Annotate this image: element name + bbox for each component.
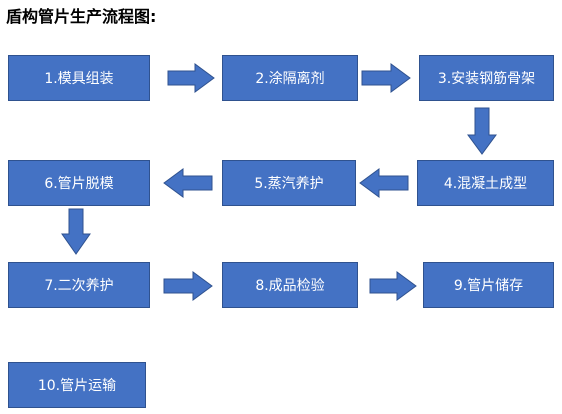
- arrow-3-to-4: [467, 107, 497, 155]
- step-steam-curing: 5.蒸汽养护: [222, 160, 356, 206]
- step-transport: 10.管片运输: [8, 362, 146, 408]
- arrow-5-to-6: [163, 168, 213, 198]
- step-secondary-curing: 7.二次养护: [8, 262, 150, 308]
- step-inspection: 8.成品检验: [222, 262, 358, 308]
- arrow-2-to-3: [361, 63, 411, 93]
- arrow-1-to-2: [167, 63, 215, 93]
- step-concrete-forming: 4.混凝土成型: [417, 160, 554, 206]
- arrow-4-to-5: [359, 168, 409, 198]
- step-rebar-cage: 3.安装钢筋骨架: [419, 55, 554, 101]
- arrow-7-to-8: [163, 271, 213, 301]
- step-mold-assembly: 1.模具组装: [8, 55, 150, 101]
- arrow-8-to-9: [369, 271, 417, 301]
- step-demolding: 6.管片脱模: [8, 160, 150, 206]
- arrow-6-to-7: [61, 208, 91, 255]
- diagram-title: 盾构管片生产流程图:: [6, 7, 157, 26]
- step-storage: 9.管片储存: [423, 262, 554, 308]
- step-release-agent: 2.涂隔离剂: [222, 55, 358, 101]
